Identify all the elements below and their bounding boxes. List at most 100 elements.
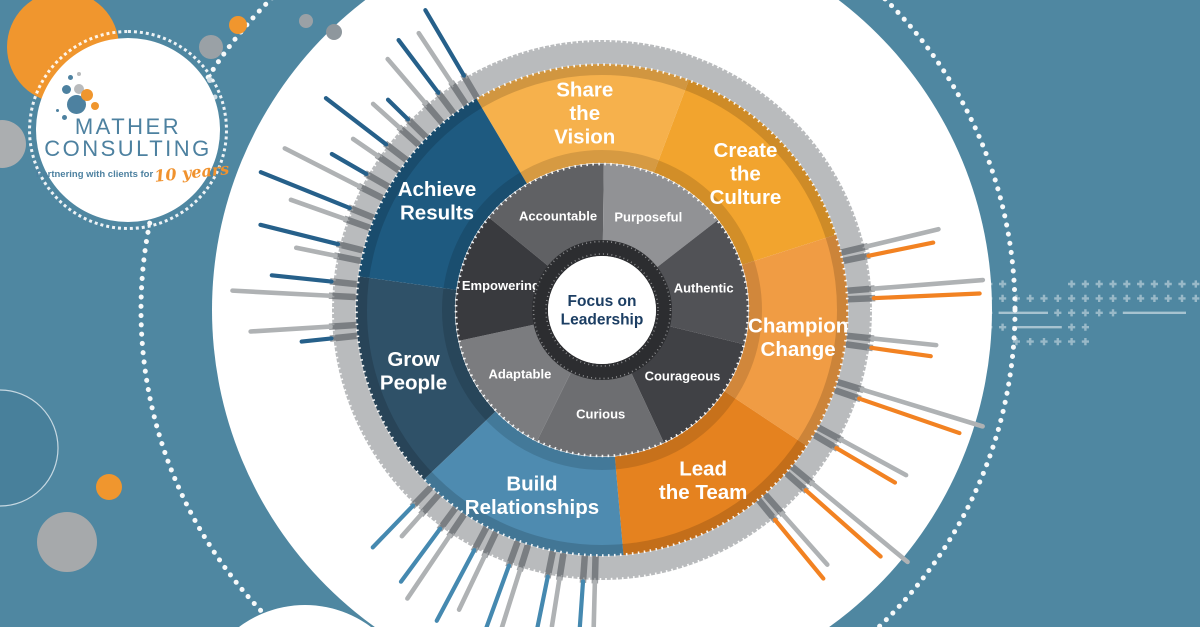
spoke-base <box>544 550 557 579</box>
spoke-gray <box>859 387 985 429</box>
spoke-orange <box>866 240 936 258</box>
plus-glyph <box>971 309 979 317</box>
trait-label-empowering: Empowering <box>462 278 540 293</box>
spoke-blue <box>535 574 550 627</box>
spoke-gray <box>416 30 455 86</box>
spoke-base <box>784 470 809 494</box>
spoke-base <box>846 285 875 294</box>
spoke-base <box>840 242 869 256</box>
plus-glyph <box>1081 338 1089 346</box>
logo-bubble <box>66 94 86 114</box>
spoke-blue <box>370 503 416 550</box>
plus-glyph <box>1192 280 1200 288</box>
logo-text: MATHER CONSULTING Partnering with client… <box>36 114 230 186</box>
plus-glyph <box>1081 280 1089 288</box>
plus-glyph <box>1109 309 1117 317</box>
trait-label-curious: Curious <box>576 407 625 422</box>
spoke-gray <box>370 101 403 131</box>
logo-brand-name-line1: MATHER <box>74 114 182 139</box>
logo-bubble <box>55 108 59 112</box>
plus-glyph <box>971 323 979 331</box>
trait-wedge-courageous <box>628 324 745 443</box>
plus-glyph <box>1150 294 1158 302</box>
trait-wedge-purposeful <box>602 163 718 272</box>
spoke-navy <box>323 96 389 147</box>
plus-glyph <box>1068 338 1076 346</box>
spoke-orange <box>869 345 933 359</box>
spoke-orange <box>871 291 982 301</box>
plus-glyph <box>1040 338 1048 346</box>
logo-brand-name-line2: CONSULTING <box>44 135 212 161</box>
segment-share-the-vision <box>476 63 690 184</box>
trait-wheel-dotted-edge <box>454 162 750 458</box>
spoke-base <box>847 294 876 303</box>
trait-wedge-accountable <box>488 163 604 271</box>
logo-bubble <box>61 84 71 94</box>
spoke-gray <box>282 146 362 189</box>
segment-inner-shadow <box>442 150 762 470</box>
plus-glyph <box>1095 280 1103 288</box>
logo-bubble <box>74 84 84 94</box>
plus-glyph <box>1068 323 1076 331</box>
decorative-circle <box>229 16 247 34</box>
spoke-gray <box>809 480 910 565</box>
spoke-gray <box>499 567 523 627</box>
plus-glyph <box>1012 294 1020 302</box>
trait-label-authentic: Authentic <box>674 281 734 296</box>
spoke-base <box>755 497 779 524</box>
plus-glyph <box>1123 280 1131 288</box>
decorative-circle <box>326 24 342 40</box>
spoke-base <box>762 492 786 517</box>
spoke-base <box>591 555 599 584</box>
plus-glyph <box>1026 294 1034 302</box>
segment-lead-the-team <box>614 391 807 556</box>
trait-wedge-authentic <box>650 220 749 345</box>
spoke-base <box>383 140 409 163</box>
spoke-base <box>481 530 500 559</box>
spoke-navy <box>258 222 341 247</box>
plus-glyph <box>1068 294 1076 302</box>
spoke-base <box>396 124 422 148</box>
spoke-navy <box>269 273 334 284</box>
logo-tagline-prefix: Partnering with clients for <box>36 169 154 181</box>
spoke-gray <box>288 197 348 222</box>
plus-glyph <box>1081 309 1089 317</box>
spoke-base <box>516 543 532 572</box>
spoke-base <box>505 540 521 569</box>
plus-glyph <box>999 323 1007 331</box>
spoke-base <box>328 321 357 330</box>
logo: MATHER CONSULTING Partnering with client… <box>28 30 230 230</box>
plus-glyph <box>1054 309 1062 317</box>
segment-champion-change <box>724 234 848 447</box>
decorative-circle <box>0 120 26 168</box>
spoke-gray <box>405 533 453 601</box>
plus-glyph <box>1192 294 1200 302</box>
spoke-orange <box>857 396 962 436</box>
spoke-base <box>374 152 402 174</box>
trait-label-accountable: Accountable <box>519 208 597 223</box>
plus-pattern <box>971 280 1200 346</box>
outer-gray-ring <box>332 40 872 580</box>
spoke-base <box>328 292 357 301</box>
segment-create-the-culture <box>653 79 837 265</box>
ring-inner-dotted-edge <box>355 63 849 557</box>
spoke-base <box>836 378 865 394</box>
plus-glyph <box>985 294 993 302</box>
plus-glyph <box>1081 323 1089 331</box>
spoke-base <box>556 552 567 581</box>
spoke-navy <box>423 8 467 78</box>
spoke-gray <box>399 511 425 539</box>
spokes <box>230 8 986 627</box>
plus-glyph <box>1178 280 1186 288</box>
spoke-base <box>329 278 358 288</box>
spoke-gray <box>870 336 939 348</box>
plus-glyph <box>1081 294 1089 302</box>
logo-bubble <box>77 72 81 76</box>
plus-glyph <box>999 294 1007 302</box>
trait-label-purposeful: Purposeful <box>614 209 682 224</box>
spoke-base <box>579 555 589 584</box>
spoke-base <box>436 505 459 532</box>
